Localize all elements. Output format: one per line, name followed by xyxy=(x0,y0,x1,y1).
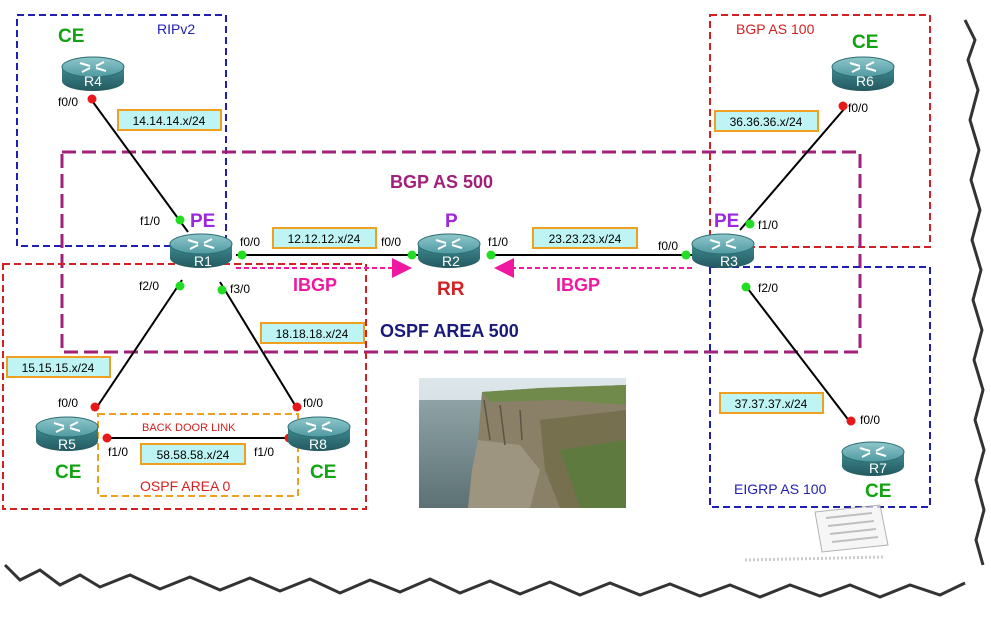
router-r1[interactable]: R1 xyxy=(169,233,233,269)
ripv2-region xyxy=(16,14,227,247)
router-r4[interactable]: R4 xyxy=(61,56,125,91)
iface-r5-f10: f1/0 xyxy=(108,445,128,459)
paper-edge xyxy=(0,560,980,625)
router-r2[interactable]: R2 xyxy=(417,233,481,269)
router-label: R7 xyxy=(869,460,887,476)
iface-r6-f00: f0/0 xyxy=(848,101,868,115)
router-r3[interactable]: R3 xyxy=(691,233,755,269)
subnet-label-18: 18.18.18.x/24 xyxy=(276,327,349,341)
ce-label-r4: CE xyxy=(58,26,84,47)
region-title-ospf-area500: OSPF AREA 500 xyxy=(380,321,519,341)
iface-r2-f10: f1/0 xyxy=(488,235,508,249)
router-r5[interactable]: R5 xyxy=(35,416,99,452)
subnet-label-58: 58.58.58.x/24 xyxy=(157,448,230,462)
subnet-label-37: 37.37.37.x/24 xyxy=(735,397,808,411)
router-label: R4 xyxy=(84,73,102,89)
iface-r2-f00: f0/0 xyxy=(381,235,401,249)
router-r7[interactable]: R7 xyxy=(841,441,905,476)
router-label: R8 xyxy=(309,436,327,452)
region-title-ripv2: RIPv2 xyxy=(157,21,195,37)
subnet-label-36: 36.36.36.x/24 xyxy=(730,115,803,129)
ospf-area0-region xyxy=(97,413,299,497)
region-title-ospf-area0: OSPF AREA 0 xyxy=(140,478,230,494)
role-labels: CE CE CE CE CE PE PE P RR xyxy=(55,26,891,502)
torn-edge-shadow-right xyxy=(963,19,986,566)
router-label: R3 xyxy=(720,253,738,269)
back-door-link-label: BACK DOOR LINK xyxy=(142,422,236,434)
router-label: R6 xyxy=(856,73,874,89)
iface-r7-f00: f0/0 xyxy=(860,413,880,427)
region-title-bgp-as500: BGP AS 500 xyxy=(390,172,493,192)
subnet-labels: 14.14.14.x/24 12.12.12.x/24 23.23.23.x/2… xyxy=(6,109,824,465)
ibgp-label-right: IBGP xyxy=(556,275,600,295)
bgp-as100-region xyxy=(709,14,931,248)
interface-labels: f0/0 f1/0 f0/0 f2/0 f3/0 f0/0 f1/0 f0/0 … xyxy=(58,95,880,459)
subnet-label-23: 23.23.23.x/24 xyxy=(549,232,622,246)
iface-r1-f20: f2/0 xyxy=(139,279,159,293)
links xyxy=(89,97,851,439)
pe-label-r3: PE xyxy=(714,211,739,232)
iface-r3-f10: f1/0 xyxy=(758,218,778,232)
cliff-photo xyxy=(419,378,626,508)
subnet-label-12: 12.12.12.x/24 xyxy=(288,232,361,246)
watermark-logo xyxy=(744,504,889,562)
p-label-r2: P xyxy=(445,211,458,232)
pe-label-r1: PE xyxy=(190,211,215,232)
region-title-bgp-as100: BGP AS 100 xyxy=(736,21,815,37)
router-label: R5 xyxy=(58,436,76,452)
subnet-label-14: 14.14.14.x/24 xyxy=(133,114,206,128)
iface-r1-f00: f0/0 xyxy=(240,235,260,249)
ce-label-r7: CE xyxy=(865,481,891,502)
iface-r4-f00: f0/0 xyxy=(58,95,78,109)
iface-r1-f10: f1/0 xyxy=(140,214,160,228)
iface-r3-f00: f0/0 xyxy=(658,239,678,253)
ce-label-r8: CE xyxy=(310,462,336,483)
rr-label-r2: RR xyxy=(437,279,465,300)
iface-r3-f20: f2/0 xyxy=(758,281,778,295)
iface-r5-f00: f0/0 xyxy=(58,396,78,410)
region-title-eigrp: EIGRP AS 100 xyxy=(734,481,827,497)
interface-dots xyxy=(87,94,856,443)
router-label: R1 xyxy=(194,253,212,269)
iface-r1-f30: f3/0 xyxy=(230,282,250,296)
router-r8[interactable]: R8 xyxy=(287,416,351,452)
torn-edge-shadow xyxy=(3,563,966,599)
subnet-label-15: 15.15.15.x/24 xyxy=(22,361,95,375)
ce-label-r6: CE xyxy=(852,32,878,53)
router-r6[interactable]: R6 xyxy=(831,56,895,91)
eigrp-region xyxy=(709,266,931,508)
router-label: R2 xyxy=(442,253,460,269)
iface-r8-f10: f1/0 xyxy=(254,445,274,459)
iface-r8-f00: f0/0 xyxy=(303,396,323,410)
ce-label-r5: CE xyxy=(55,462,81,483)
ibgp-label-left: IBGP xyxy=(293,275,337,295)
